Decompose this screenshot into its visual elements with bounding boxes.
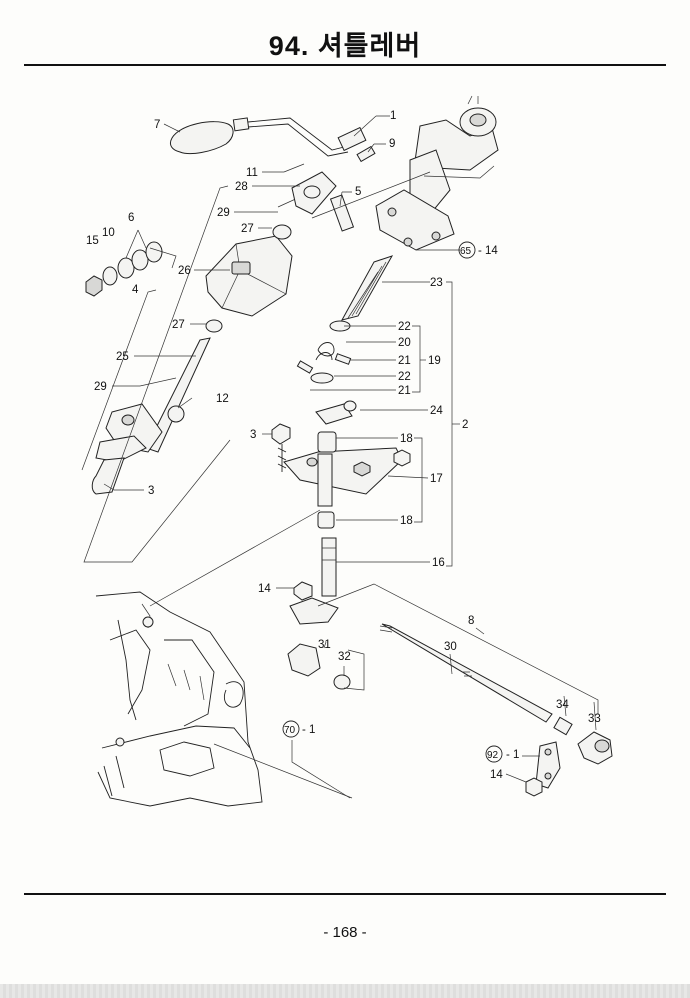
callout-24: 24 [430,405,443,417]
callout-30: 30 [444,641,457,653]
spring-set [296,320,352,384]
callout-14-lower-right: 14 [490,769,503,781]
bushings [317,431,337,529]
callout-labels: 7 1 9 11 28 5 29 27 6 15 10 26 4 27 25 2… [86,110,601,781]
callout-23: 23 [430,277,443,289]
shift-rod [379,623,553,723]
circled-reference-65: 65 [458,241,476,259]
circled-reference-92: 92 [485,745,503,763]
circled-reference-70: 70 [282,720,300,738]
callout-25: 25 [116,351,129,363]
callout-19: 19 [428,355,441,367]
callout-21-upper: 21 [398,355,411,367]
callout-14-nut: 14 [258,583,271,595]
lever-bracket [291,171,355,232]
callout-18-upper: 18 [400,433,413,445]
callout-27-lower: 27 [172,319,185,331]
callout-15: 15 [86,235,99,247]
left-group-bracket-2 [81,289,157,471]
column-leader [311,171,431,219]
callout-26: 26 [178,265,191,277]
callout-17: 17 [430,473,443,485]
callout-3-lower-left: 3 [148,485,154,497]
rod-end-joint [287,643,351,690]
washers-nut-stack [85,241,163,297]
detent-plate [315,400,357,425]
left-group-bracket [83,185,231,563]
svg-text:65: 65 [460,246,472,257]
callout-8: 8 [468,615,474,627]
bracket-plate-92 [525,741,561,797]
callout-31: 31 [318,639,331,651]
main-shaft-16 [289,537,339,625]
shift-housing-block [205,224,293,333]
group-bracket-17 [414,437,423,523]
callout-14-bracket: - 14 [478,245,498,257]
rod-bracket-8b [343,649,365,691]
callout-3-bolt: 3 [250,429,256,441]
callout-28: 28 [235,181,248,193]
callout-18-lower: 18 [400,515,413,527]
callout-20: 20 [398,337,411,349]
callout-4: 4 [132,284,139,296]
callout-9: 9 [389,138,395,150]
callout-10: 10 [102,227,115,239]
scan-edge [0,984,690,998]
group-bracket-2 [446,281,453,567]
bracket-plate [283,447,411,495]
callout-7: 7 [154,119,160,131]
callout-92-suffix: - 1 [506,749,519,761]
callout-22-upper: 22 [398,321,411,333]
lever-clamp-parts [277,126,376,208]
callout-22-lower: 22 [398,371,411,383]
rod-end-nut-and-joint [553,716,613,765]
callout-32: 32 [338,651,351,663]
transmission-housing [95,509,353,807]
callout-33: 33 [588,713,601,725]
callout-29-upper: 29 [217,207,230,219]
callout-29-lower: 29 [94,381,107,393]
shuttle-lever-knob [169,117,349,157]
callout-21-lower: 21 [398,385,411,397]
group-bracket-19 [412,325,421,393]
shift-shaft [91,337,211,495]
callout-70-suffix: - 1 [302,724,315,736]
page-title: 94. 셔틀레버 [268,31,422,61]
footer-rule [24,893,666,895]
callout-11: 11 [246,167,258,179]
callout-12: 12 [216,393,229,405]
rod-bracket-8 [317,583,599,714]
leader-lines [103,115,597,799]
callout-34: 34 [556,699,569,711]
callout-1: 1 [390,110,396,122]
page-number: - 168 - [323,924,367,941]
callout-6: 6 [128,212,134,224]
svg-text:92: 92 [487,750,499,761]
callout-5: 5 [355,186,361,198]
svg-text:70: 70 [284,725,296,736]
callout-27-upper: 27 [241,223,254,235]
spline-sleeve [341,255,394,321]
callout-16: 16 [432,557,445,569]
column-bracket-assembly [375,95,499,251]
header-rule [24,64,666,66]
bolt-3 [271,423,291,472]
callout-2: 2 [462,419,468,431]
